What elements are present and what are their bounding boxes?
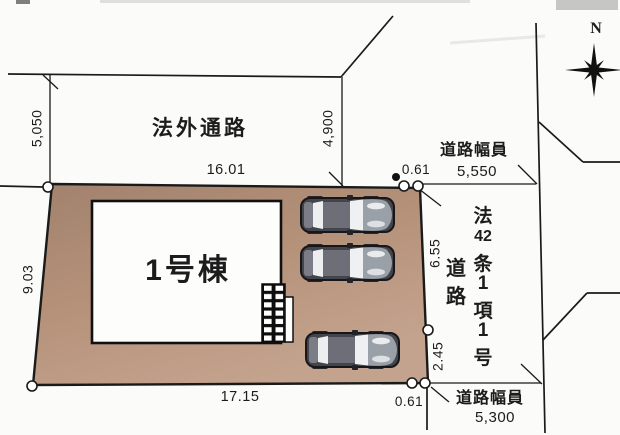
dim-left-edge: 9.03: [19, 264, 36, 294]
leader-bottom: [430, 386, 450, 403]
dim-tick: [328, 171, 344, 187]
dim-arrow: [520, 363, 543, 385]
survey-point: [398, 180, 410, 192]
passage-label: 法外通路: [152, 117, 248, 140]
scan-smudge: [16, 0, 30, 4]
dim-setback-bottom: 0.61: [394, 394, 424, 409]
dim-bottom-edge: 17.15: [220, 389, 260, 405]
car-3: [305, 329, 400, 371]
dim-passage-left: 5,050: [28, 109, 45, 148]
scan-smudge: [100, 0, 470, 3]
dim-setback-top: 0.61: [401, 162, 431, 177]
building-label: 1号棟: [145, 254, 231, 287]
survey-pin-dot: [392, 173, 400, 181]
entrance-grid: [261, 283, 286, 343]
road-law-char: 項: [473, 301, 493, 322]
dim-tick: [42, 74, 59, 90]
east-road-edge: [535, 22, 546, 434]
east-road-lines: [426, 22, 620, 434]
dim-arrow: [517, 164, 538, 185]
scan-streak: [449, 34, 546, 45]
survey-points: [26, 180, 434, 392]
passage-road-lines: [0, 15, 394, 188]
road-width-bottom-value: 5,300: [474, 409, 516, 426]
survey-point: [26, 380, 38, 392]
car-2: [300, 242, 395, 284]
road-law-char: 道: [446, 258, 466, 280]
passage-north-line: [7, 73, 342, 78]
road-width-bottom-label: 道路幅員: [455, 390, 524, 407]
road-law-char: 1: [477, 273, 489, 294]
compass-rose-icon: [565, 43, 620, 97]
leader-top: [418, 188, 442, 207]
road-law-column-2: 道 路: [441, 252, 471, 308]
dim-passage-right: 4,900: [319, 109, 336, 148]
road-law-char: 1: [477, 320, 489, 341]
survey-point: [412, 180, 424, 192]
survey-point: [422, 324, 434, 336]
dimension-lines: [42, 74, 543, 403]
north-label: N: [590, 20, 602, 37]
scan-smudge: [556, 0, 618, 10]
road-width-top-label: 道路幅員: [439, 142, 508, 159]
survey-point: [42, 181, 54, 193]
road-law-column-1: 法 42 条 1 項 1 号: [468, 201, 498, 369]
passage-diagonal-line: [340, 15, 394, 78]
east-road-upper-diagonal: [538, 121, 584, 163]
dim-right-lower: 2.45: [429, 341, 446, 371]
road-law-char: 号: [473, 348, 493, 369]
road-law-char: 42: [474, 228, 492, 245]
car-1: [300, 194, 395, 236]
road-width-top-value: 5,550: [456, 163, 498, 180]
east-road-lower-diagonal: [542, 292, 588, 341]
survey-point: [419, 377, 431, 389]
passage-south-line: [0, 185, 44, 188]
road-law-char: 路: [446, 286, 466, 308]
road-law-char: 条: [473, 254, 493, 275]
road-law-char: 法: [473, 206, 493, 227]
dim-top-edge: 16.01: [206, 162, 246, 178]
entrance-step: [284, 296, 294, 343]
building-outline: [90, 199, 283, 345]
survey-point: [406, 377, 418, 389]
